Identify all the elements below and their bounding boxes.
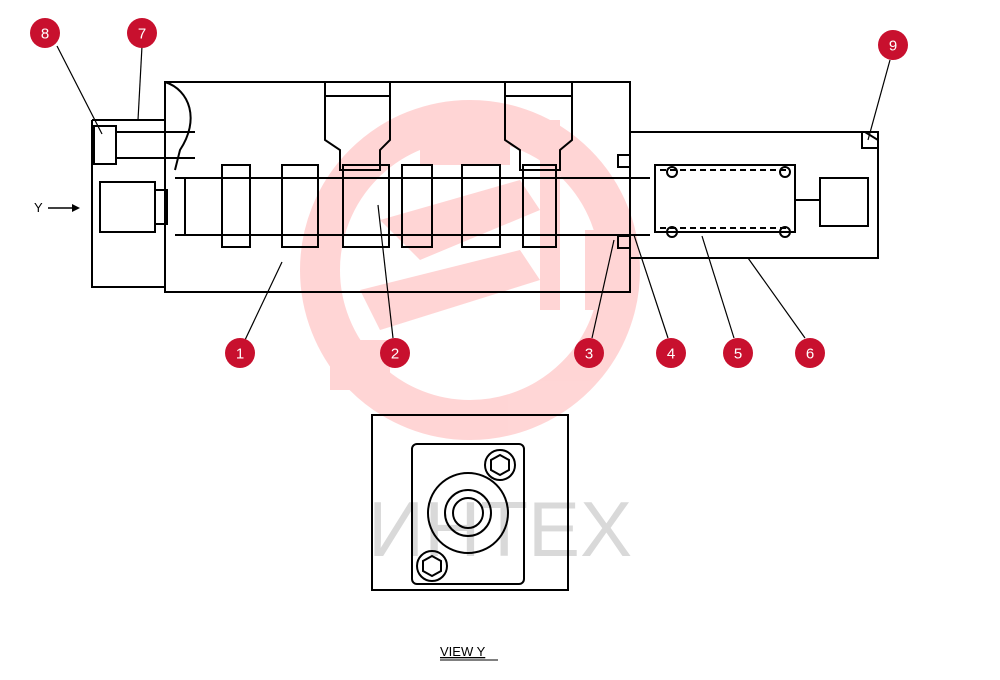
callout-4: 4 xyxy=(656,338,686,368)
callout-number: 5 xyxy=(734,346,742,363)
callout-circle xyxy=(225,338,255,368)
valve-body xyxy=(91,81,879,293)
watermark-text: ИНТЕХ xyxy=(368,485,632,573)
callout-7: 7 xyxy=(127,18,157,48)
callout-circle xyxy=(127,18,157,48)
callouts: 1 2 3 4 5 6 7 8 9 xyxy=(30,18,908,368)
callout-circle xyxy=(380,338,410,368)
view-caption: VIEW Y xyxy=(440,644,486,659)
callout-number: 2 xyxy=(391,346,399,363)
callout-circle xyxy=(878,30,908,60)
callout-number: 1 xyxy=(236,346,244,363)
watermark-logo xyxy=(300,100,640,440)
callout-9: 9 xyxy=(878,30,908,60)
callout-circle xyxy=(30,18,60,48)
callout-number: 8 xyxy=(41,26,49,43)
callout-circle xyxy=(723,338,753,368)
callout-number: 4 xyxy=(667,346,675,363)
callout-circle xyxy=(574,338,604,368)
callout-circle xyxy=(795,338,825,368)
callout-1: 1 xyxy=(225,338,255,368)
callout-2: 2 xyxy=(380,338,410,368)
leader-lines xyxy=(56,45,891,341)
callout-number: 3 xyxy=(585,346,593,363)
callout-number: 9 xyxy=(889,38,897,55)
callout-6: 6 xyxy=(795,338,825,368)
callout-number: 6 xyxy=(806,346,814,363)
callout-8: 8 xyxy=(30,18,60,48)
direction-arrow: Y xyxy=(34,200,80,215)
direction-label: Y xyxy=(34,200,43,215)
callout-3: 3 xyxy=(574,338,604,368)
callout-5: 5 xyxy=(723,338,753,368)
callout-number: 7 xyxy=(138,26,146,43)
view-y-diagram xyxy=(371,414,569,591)
callout-circle xyxy=(656,338,686,368)
